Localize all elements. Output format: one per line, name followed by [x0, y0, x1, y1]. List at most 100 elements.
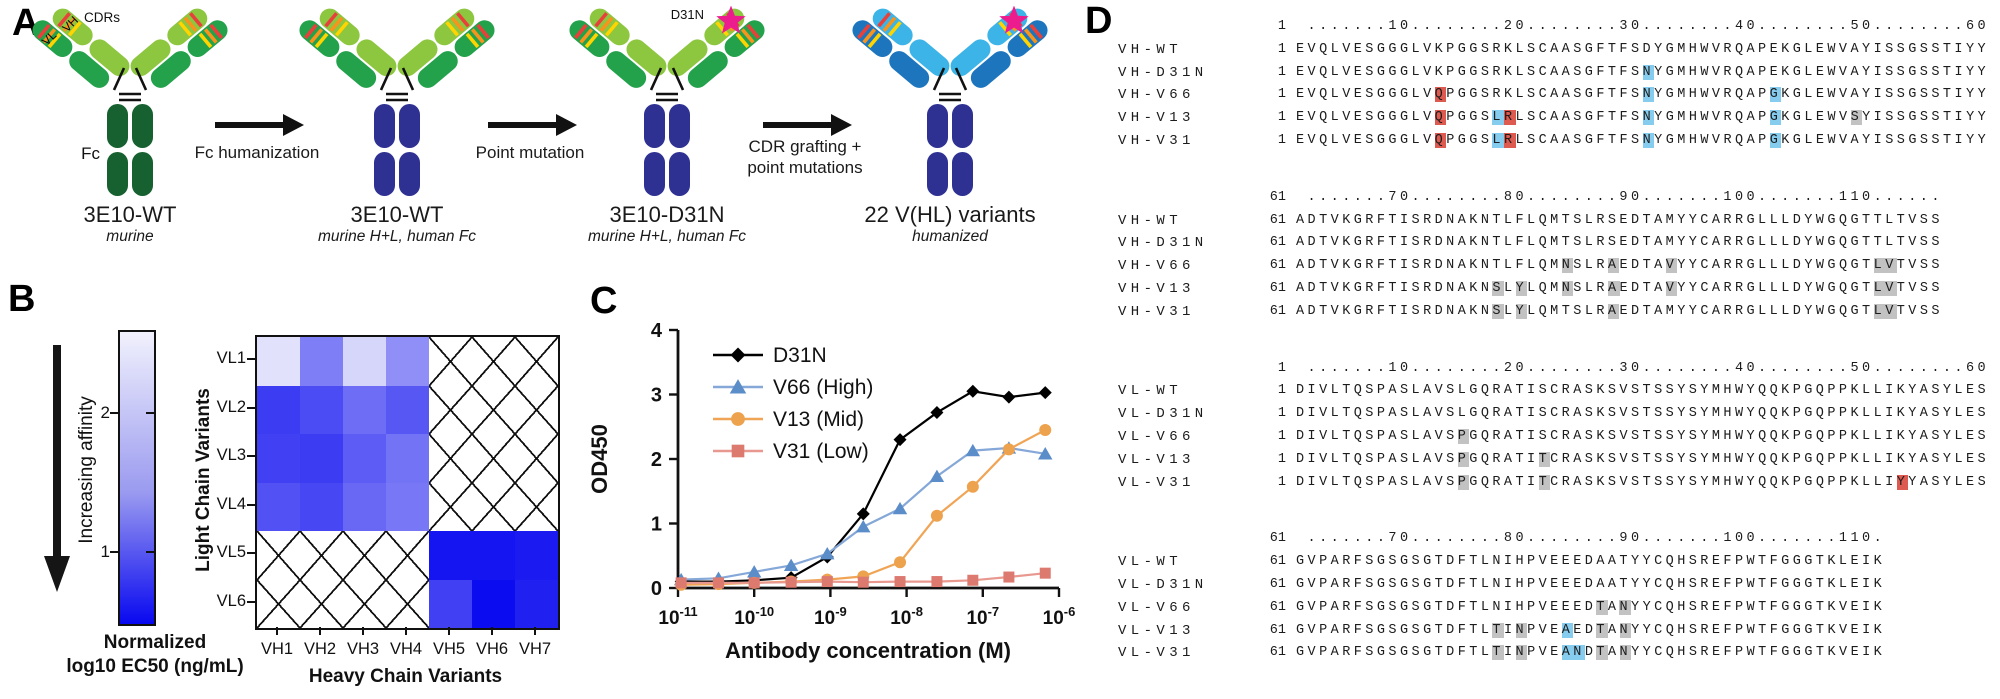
- heatmap-cell-VL2-VH4: [386, 385, 429, 434]
- mutation-highlight: A: [1607, 303, 1620, 319]
- mutation-highlight: G: [1769, 132, 1782, 148]
- sequence-start: 1: [1277, 132, 1286, 148]
- colorbar-tick-label: 1: [100, 542, 110, 561]
- antibody-subtitle: humanized: [912, 228, 988, 245]
- mutation-highlight: Q: [1434, 87, 1447, 103]
- hinge-lines: [379, 67, 415, 102]
- cdr-stripe: [445, 21, 460, 37]
- heatmap-cell-VL6-VH2: [300, 579, 343, 628]
- sequence-name: VH-WT: [1118, 212, 1183, 229]
- mutation-highlight: V: [1665, 280, 1678, 296]
- cdr-stripe: [599, 16, 614, 32]
- x-tick-label: 10-6: [1043, 604, 1076, 629]
- sequence-start: 1: [1277, 428, 1286, 444]
- heatmap-cell-VL3-VH3: [343, 434, 386, 483]
- heatmap-cell-VL6-VH1: [257, 579, 300, 628]
- sequence-name: VH-WT: [1118, 41, 1183, 58]
- sequence-text: GVPARFSGSGSGTDFTLNIHPVEEEDTANYYCQHSREFPW…: [1296, 599, 1886, 615]
- sequence-start: 61: [1269, 554, 1286, 570]
- sequence-start: 1: [1277, 41, 1286, 57]
- sequence-name: VL-V66: [1118, 428, 1195, 445]
- sequence-name: VL-V13: [1118, 451, 1195, 468]
- sequence-name: VH-D31N: [1118, 235, 1208, 252]
- cdr-stripe: [209, 23, 224, 40]
- sequence-start: 61: [1269, 599, 1286, 615]
- sequence-start: 1: [1277, 64, 1286, 80]
- row-label-VL4: VL4: [216, 495, 246, 513]
- cdr-stripe: [314, 32, 329, 49]
- left-arm: [32, 8, 130, 88]
- row-label-VL6: VL6: [216, 592, 246, 610]
- y-tick-label: 4: [651, 320, 663, 342]
- antibody-subtitle: murine: [106, 228, 154, 245]
- heatmap-cell-VL3-VH7: [515, 434, 558, 483]
- cdr-stripe: [476, 23, 491, 40]
- axis-tick: [319, 627, 321, 635]
- cdr-stripe: [882, 16, 897, 32]
- sequence-start: 61: [1269, 303, 1286, 319]
- heatmap-cell-VL5-VH6: [472, 531, 515, 580]
- cdr-stripe: [867, 32, 882, 49]
- cdr-stripe: [740, 28, 755, 44]
- antibody-name: 3E10-WT: [83, 202, 177, 227]
- cdr-stripe: [604, 21, 619, 37]
- process-arrow-head: [283, 114, 304, 136]
- mutation-highlight: Q: [1434, 132, 1447, 148]
- axis-tick: [247, 407, 255, 409]
- mutation-highlight: G: [1769, 87, 1782, 103]
- heatmap-cell-VL1-VH4: [386, 337, 429, 386]
- mutation-highlight: T: [1492, 622, 1504, 638]
- heatmap-cell-VL1-VH5: [429, 337, 472, 386]
- heatmap-cell-VL1-VH3: [343, 337, 386, 386]
- process-arrow: [488, 122, 556, 128]
- heatmap-cell-VL4-VH7: [515, 482, 558, 531]
- mutation-highlight: V: [1885, 258, 1897, 274]
- fc-label: Fc: [81, 144, 100, 163]
- cdr-stripe: [856, 23, 871, 40]
- mutation-highlight: N: [1642, 110, 1655, 126]
- cdr-stripe: [198, 32, 213, 49]
- mutation-highlight: A: [1607, 280, 1620, 296]
- antibody-subtitle: murine H+L, human Fc: [317, 228, 477, 245]
- alignment-row-VL-V66: VL-V66 1 DIVLTQSPASLAVSPGQRATISCRASKSVSTSS…: [1080, 426, 2000, 449]
- mutation-highlight: T: [1538, 474, 1551, 490]
- heatmap-cell-VL6-VH6: [472, 579, 515, 628]
- sequence-text: ADTVKGRFTISRDNAKNSLYLQMNSLRAEDTAVYYCARRG…: [1296, 280, 1943, 296]
- sequence-text: GVPARFSGSGSGTDFTLNIHPVEEEDAATYYCQHSREFPW…: [1296, 576, 1886, 592]
- mutation-highlight: N: [1642, 87, 1655, 103]
- axis-tick: [247, 455, 255, 457]
- heatmap-cell-VL1-VH6: [472, 337, 515, 386]
- mutation-highlight: Y: [1515, 303, 1528, 319]
- mutation-highlight: P: [1457, 474, 1470, 490]
- process-arrow: [215, 122, 283, 128]
- antibody-name: 22 V(HL) variants: [864, 202, 1036, 227]
- heatmap-cell-VL2-VH5: [429, 385, 472, 434]
- heatmap-cell-VL6-VH5: [429, 579, 472, 628]
- sequence-text: DIVLTQSPASLAVSPGQRATISCRASKSVSTSSYSYMHWY…: [1296, 428, 1990, 444]
- sequence-name: VL-D31N: [1118, 576, 1208, 593]
- sequence-name: VH-V13: [1118, 280, 1195, 297]
- cdr-stripe: [450, 16, 465, 32]
- mutation-highlight: N: [1619, 599, 1632, 615]
- legend-label: D31N: [773, 344, 827, 367]
- mutation-highlight: N: [1642, 64, 1655, 80]
- mutation-star-icon: [999, 5, 1029, 34]
- col-label-VH7: VH7: [518, 640, 552, 658]
- heatmap-cell-VL5-VH3: [343, 531, 386, 580]
- affinity-arrow-shaft: [53, 345, 61, 557]
- cdr-stripe: [746, 23, 761, 40]
- legend-label: V66 (High): [773, 376, 873, 399]
- heatmap-cell-VL5-VH2: [300, 531, 343, 580]
- sequence-start: 1: [1277, 406, 1286, 422]
- x-tick-label: 10-9: [814, 604, 847, 629]
- heatmap-cell-VL3-VH2: [300, 434, 343, 483]
- affinity-arrow-head: [44, 556, 70, 592]
